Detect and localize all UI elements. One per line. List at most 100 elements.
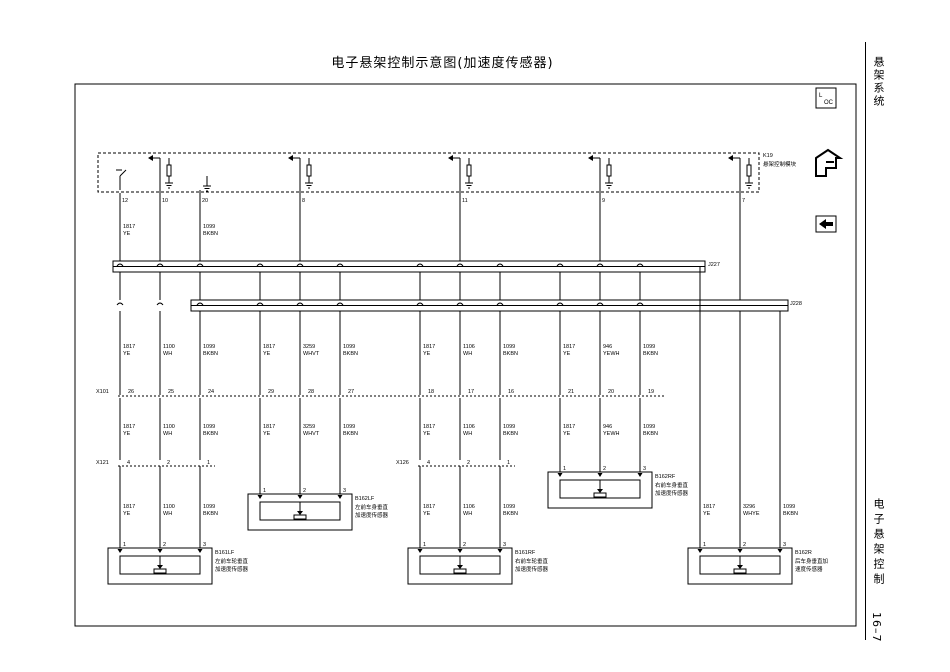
sensor-b162rf-pin-arrow [557,473,563,477]
mid-wire-1106-circuit: 1106 [463,424,475,430]
splice-crossing [556,263,564,267]
splice-crossing [336,302,344,306]
splice-crossing [256,302,264,306]
splice-crossing [496,263,504,267]
splice-crossing [196,263,204,267]
sensor-b162lf-pin-arrow [337,495,343,499]
rear-wire-1099-color: BKBN [783,511,798,517]
upper-wire-1817-circuit: 1817 [123,344,135,350]
module-name: 悬架控制模块 [763,160,797,168]
splice-crossing [416,302,424,306]
sensor-b162r-box [687,547,793,585]
lower-mid-wire-1106-color: WH [463,511,472,517]
lower-mid-wire-1099-color: BKBN [503,511,518,517]
sensor-b161lf-pin-arrow [117,549,123,553]
module-pin-11: 11 [462,198,468,204]
mid-wire-1817-color: YE [123,431,131,437]
mid-wire-1100-color: WH [163,431,172,437]
connector-x121-label: X121 [96,460,109,466]
splice-crossing [456,263,464,267]
sensor-b161lf-id: B161LF [215,550,235,556]
upper-wire-1817-circuit: 1817 [563,344,575,350]
sensor-b162lf-pin-arrow [257,495,263,499]
connector-x101-pin: 28 [308,389,314,395]
lower-mid-wire-1817-color: YE [423,511,431,517]
page-title: 电子悬架控制示意图(加速度传感器) [331,56,554,71]
upper-wire-1099-circuit: 1099 [503,344,515,350]
sensor-b162r-resistor [733,568,747,574]
module-arrow [728,155,733,161]
mid-wire-1099-circuit: 1099 [643,424,655,430]
splice-j228-label: J228 [790,301,802,307]
module-resistor [466,164,472,177]
connector-x101-pin: 24 [208,389,214,395]
sensor-b162r-name-2: 速度传感器 [795,565,823,573]
connector-x101-pin: 21 [568,389,574,395]
sensor-b161lf-name-1: 左前车轮垂直 [215,557,249,565]
module-resistor [166,164,172,177]
connector-x126-pin: 4 [427,460,430,466]
module-pin-10: 10 [162,198,168,204]
section-label: 悬架系统 [872,56,885,108]
upper-wire-3259-color: WHVT [303,351,320,357]
sensor-b161lf-pin-arrow [157,549,163,553]
sensor-b161rf-pin: 1 [423,542,426,548]
left-arrow-icon-glyph [819,219,833,229]
mid-wire-3259-color: WHVT [303,431,320,437]
sensor-b161lf-pin: 3 [203,542,206,548]
splice-crossing [296,302,304,306]
upper-wire-946-color: YEWH [603,351,620,357]
lower-mid-wire-1099-circuit: 1099 [503,504,515,510]
module-wire-1817-color: YE [123,231,131,237]
connector-x126-pin: 1 [507,460,510,466]
module-switch-blade [119,169,127,177]
connector-x101-pin: 18 [428,389,434,395]
sensor-b161rf-box [407,547,513,585]
lower-left-wire-1817-circuit: 1817 [123,504,135,510]
sensor-b162r-pin: 3 [783,542,786,548]
sensor-b161lf-name-2: 加速度传感器 [215,565,249,573]
sensor-b161rf-id: B161RF [515,550,536,556]
sensor-b162r-pin-arrow [777,549,783,553]
page-number: 16–7 [870,612,883,643]
sensor-b161lf-box [107,547,213,585]
connector-x121-pin: 4 [127,460,130,466]
connector-x121-pin: 2 [167,460,170,466]
upper-wire-1099-circuit: 1099 [203,344,215,350]
mid-wire-1099-circuit: 1099 [503,424,515,430]
sensor-b162rf-id: B162RF [655,474,676,480]
mid-wire-1817-color: YE [263,431,271,437]
module-pin-7: 7 [742,198,745,204]
rear-wire-1099-circuit: 1099 [783,504,795,510]
lower-left-wire-1100-circuit: 1100 [163,504,175,510]
module-arrow [448,155,453,161]
sensor-b161rf-pin: 3 [503,542,506,548]
splice-crossing [456,302,464,306]
connector-x126-pin: 2 [467,460,470,466]
mid-wire-1099-color: BKBN [643,431,658,437]
upper-wire-1099-color: BKBN [203,351,218,357]
rear-wire-3296-color: WHYE [743,511,760,517]
sensor-b162lf-resistor [293,514,307,520]
splice-crossing [116,302,124,306]
sensor-b162rf-wiper-arrow [597,489,603,493]
splice-j227-label: J227 [708,262,720,268]
lower-left-wire-1099-circuit: 1099 [203,504,215,510]
splice-crossing [636,302,644,306]
sensor-b161rf-name-2: 加速度传感器 [515,565,549,573]
sensor-b161lf-pin: 1 [123,542,126,548]
location-icon [815,87,837,109]
mid-wire-1099-circuit: 1099 [203,424,215,430]
module-pin-12: 12 [122,198,128,204]
diagram-frame [74,83,857,627]
upper-wire-1099-color: BKBN [643,351,658,357]
rear-wire-3296-circuit: 3296 [743,504,755,510]
module-wire-1099-circuit: 1099 [203,224,215,230]
splice-crossing [496,302,504,306]
module-wire-1817-circuit: 1817 [123,224,135,230]
sensor-b162lf-pin: 1 [263,488,266,494]
connector-x101-pin: 29 [268,389,274,395]
splice-crossing [596,302,604,306]
mid-wire-946-circuit: 946 [603,424,612,430]
